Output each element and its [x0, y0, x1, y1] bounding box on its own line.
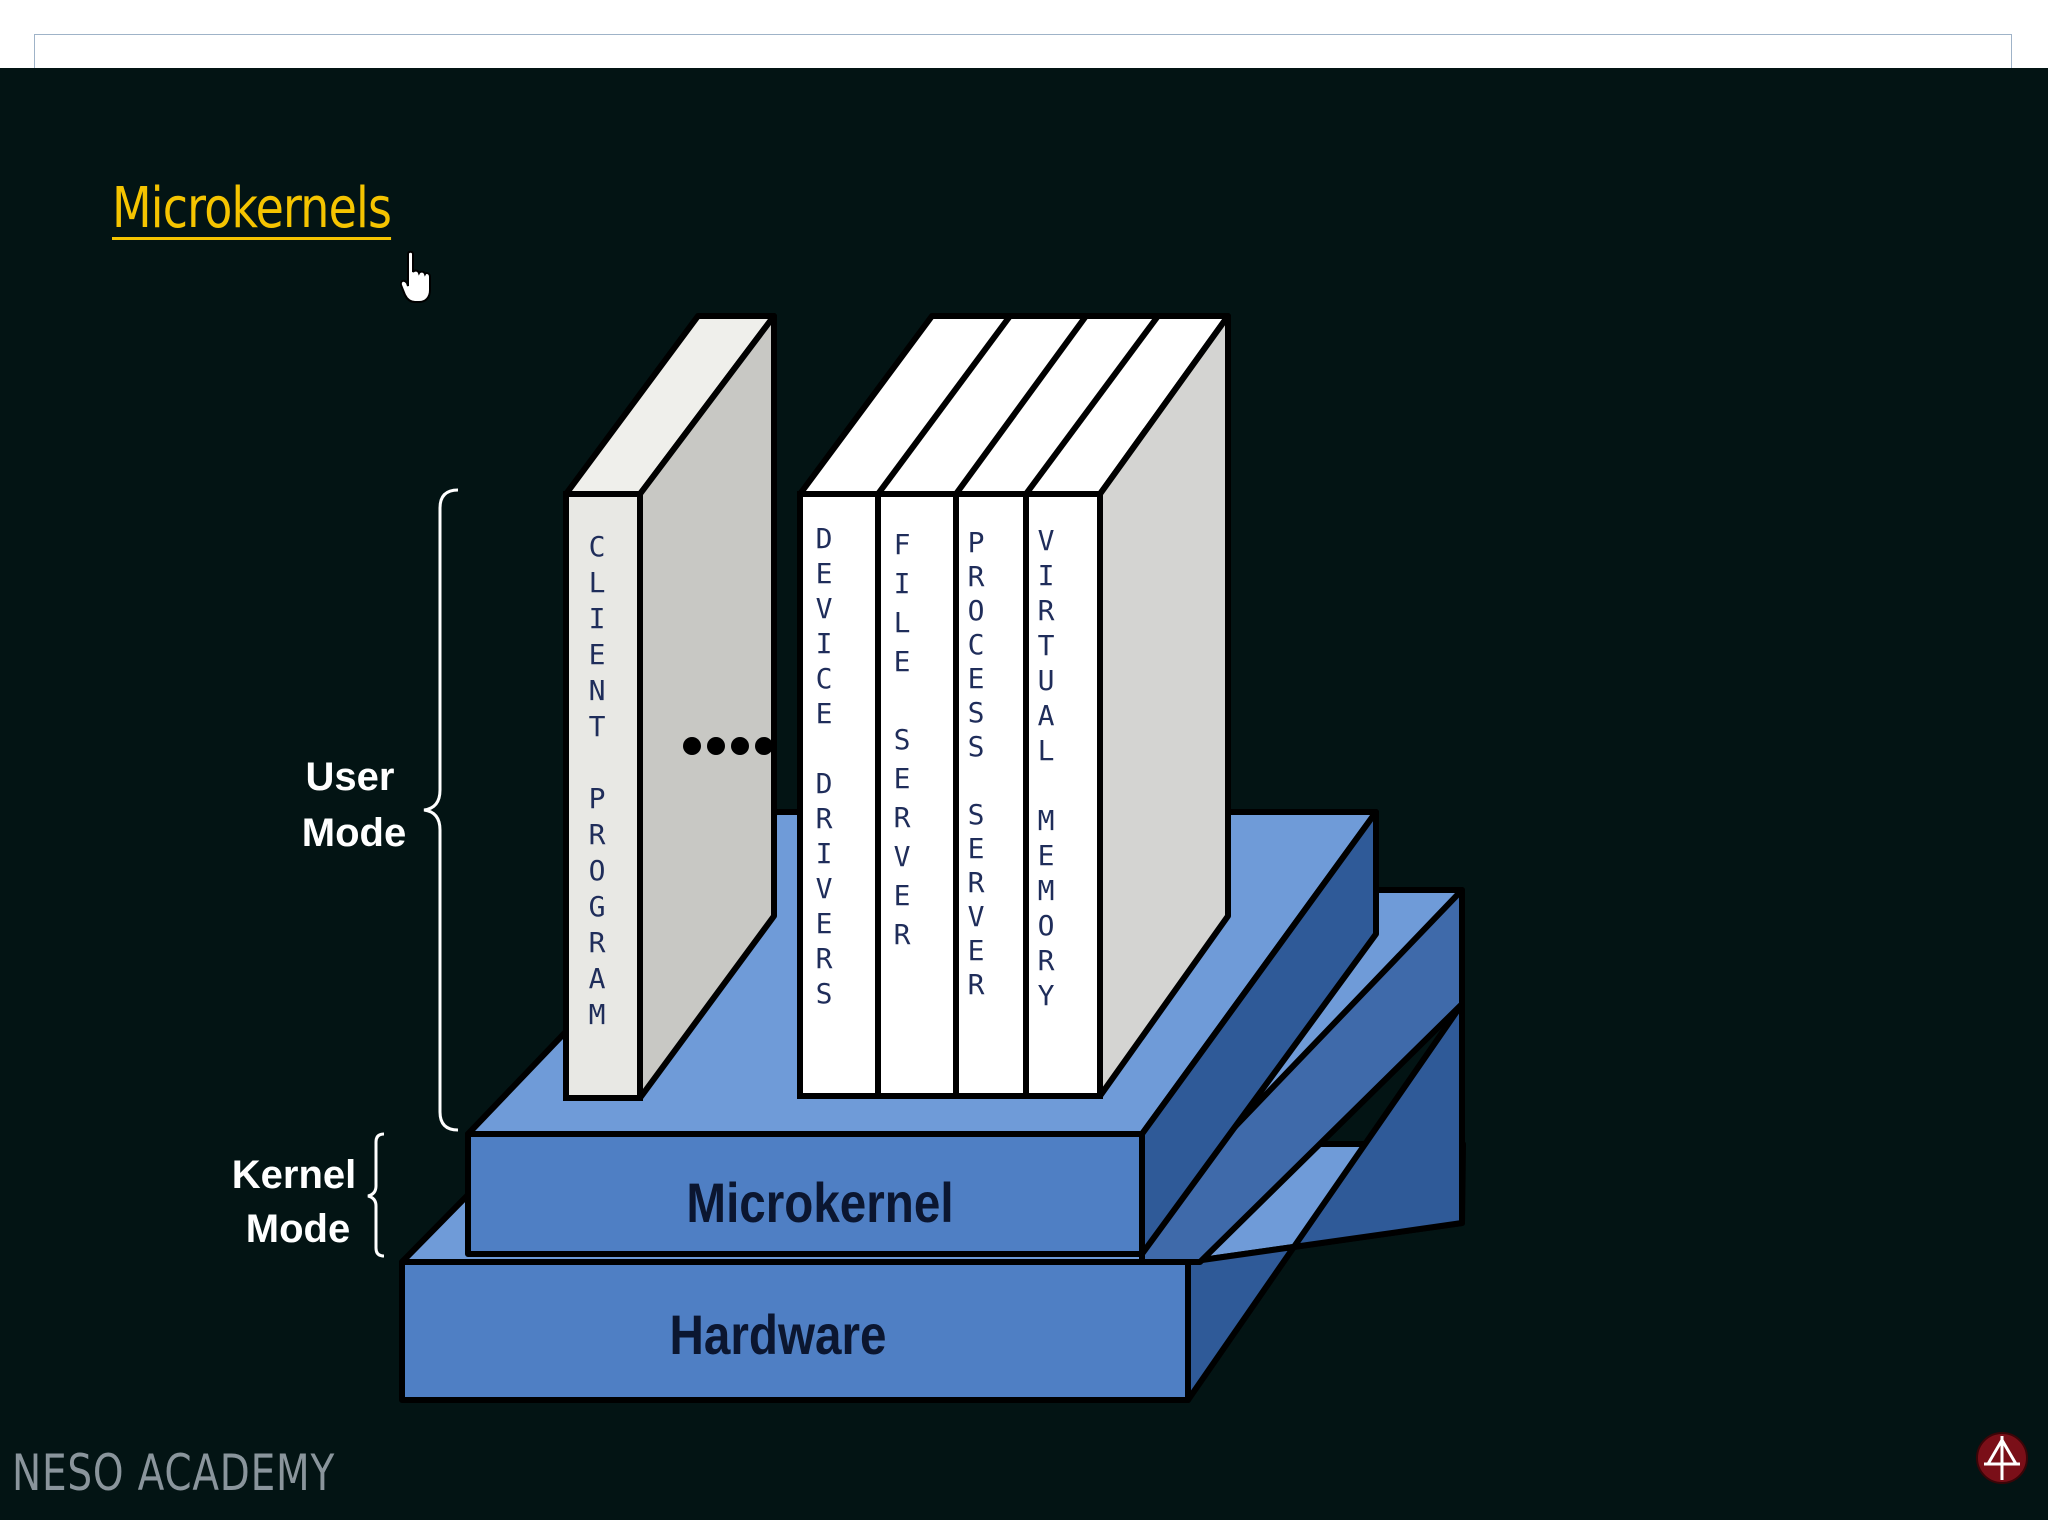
ellipsis-dots — [683, 737, 773, 755]
device-drivers-label: DEVICE DRIVERS — [808, 522, 841, 1012]
client-program-label: CLIENT PROGRAM — [581, 530, 614, 1034]
kernel-mode-label-line2: Mode — [246, 1207, 350, 1251]
client-program-module: CLIENT PROGRAM — [563, 313, 777, 1101]
hardware-label: Hardware — [670, 1304, 887, 1366]
user-mode-label-line2: Mode — [302, 811, 406, 855]
microkernel-label: Microkernel — [686, 1172, 953, 1234]
neso-academy-watermark: NESO ACADEMY — [12, 1444, 336, 1502]
kernel-mode-bracket — [367, 1132, 385, 1258]
slide-title[interactable]: Microkernels — [112, 176, 392, 241]
virtual-memory-label: VIRTUAL MEMORY — [1030, 524, 1063, 1014]
file-server-label: FILE SERVER — [886, 528, 919, 957]
kernel-mode-label-line1: Kernel — [232, 1153, 357, 1197]
server-modules-stack: DEVICE DRIVERS FILE SERVER PROCESS SERVE… — [797, 313, 1231, 1099]
user-mode-bracket — [423, 488, 459, 1132]
window-bottom-strip — [0, 1520, 2048, 1536]
neso-logo-icon — [1976, 1432, 2028, 1484]
hand-cursor-icon — [400, 250, 431, 303]
user-mode-label-line1: User — [306, 755, 395, 799]
process-server-label: PROCESS SERVER — [960, 526, 993, 1002]
slide-frame-top — [34, 34, 2012, 68]
